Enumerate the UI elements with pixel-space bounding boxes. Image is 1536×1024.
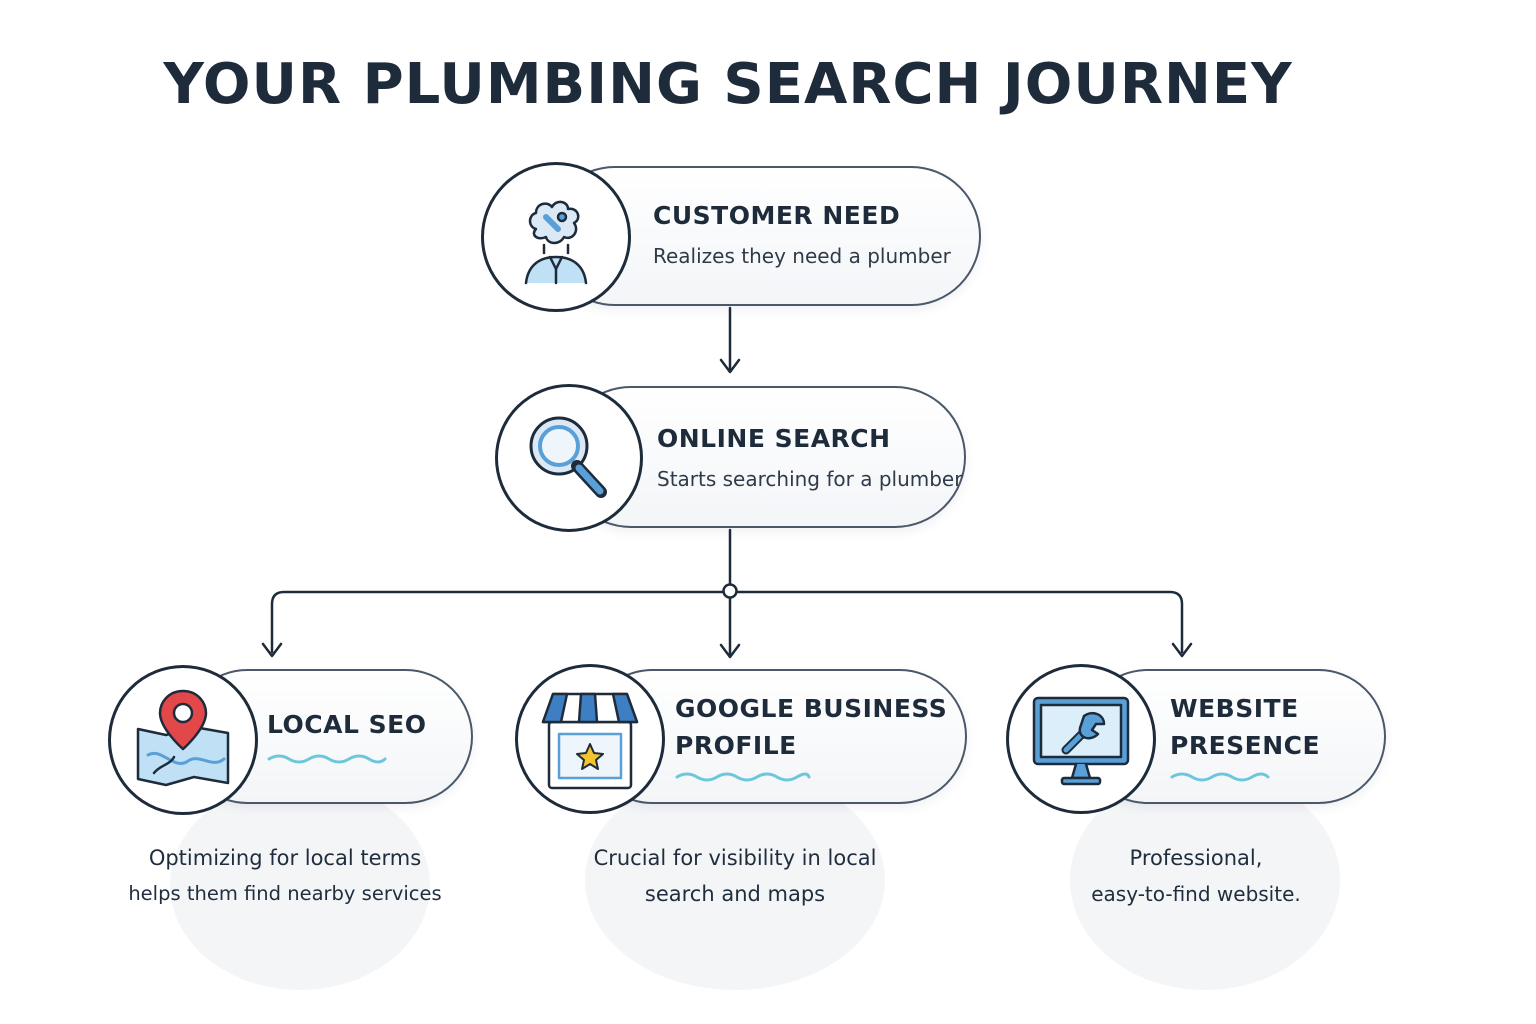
local-seo-icon-badge [108, 665, 258, 815]
website-presence-title-line2: PRESENCE [1170, 731, 1321, 760]
background-blob [585, 770, 885, 990]
local-seo-title: LOCAL SEO [267, 710, 427, 739]
background-blob [170, 780, 430, 990]
background-blob [1070, 770, 1340, 990]
customer-need-icon-badge [481, 162, 631, 312]
website-presence-desc-line1: Professional, [1129, 846, 1263, 870]
online-search-subtitle: Starts searching for a plumber [657, 467, 963, 491]
online-search-title: ONLINE SEARCH [657, 424, 891, 453]
map-pin-icon [136, 689, 230, 787]
customer-need-title: CUSTOMER NEED [653, 201, 901, 230]
website-presence-underline [1170, 772, 1270, 782]
page-title: YOUR PLUMBING SEARCH JOURNEY [163, 52, 1293, 117]
online-search-card [560, 386, 966, 528]
thinking-person-icon [524, 200, 588, 285]
online-search-icon-badge [495, 384, 643, 532]
google-business-title-line1: GOOGLE BUSINESS [675, 694, 948, 723]
google-business-icon-badge [515, 664, 665, 814]
google-business-desc-line1: Crucial for visibility in local [593, 846, 877, 870]
storefront-icon [541, 692, 639, 790]
google-business-desc-line2: search and maps [644, 882, 826, 906]
google-business-title-line2: PROFILE [675, 731, 797, 760]
website-presence-icon-badge [1006, 664, 1156, 814]
website-presence-desc-line2: easy-to-find website. [1091, 882, 1301, 906]
monitor-wrench-icon [1032, 696, 1130, 786]
google-business-description: Crucial for visibility in local search a… [560, 840, 910, 912]
google-business-underline [675, 772, 811, 782]
website-presence-description: Professional, easy-to-find website. [1040, 840, 1352, 912]
local-seo-desc-line1: Optimizing for local terms [148, 846, 422, 870]
local-seo-desc-line2: helps them find nearby services [128, 882, 442, 905]
local-seo-underline [267, 754, 387, 764]
local-seo-description: Optimizing for local terms helps them fi… [110, 840, 460, 912]
magnifier-icon [529, 416, 607, 498]
customer-need-subtitle: Realizes they need a plumber [653, 244, 951, 268]
website-presence-title-line1: WEBSITE [1170, 694, 1299, 723]
